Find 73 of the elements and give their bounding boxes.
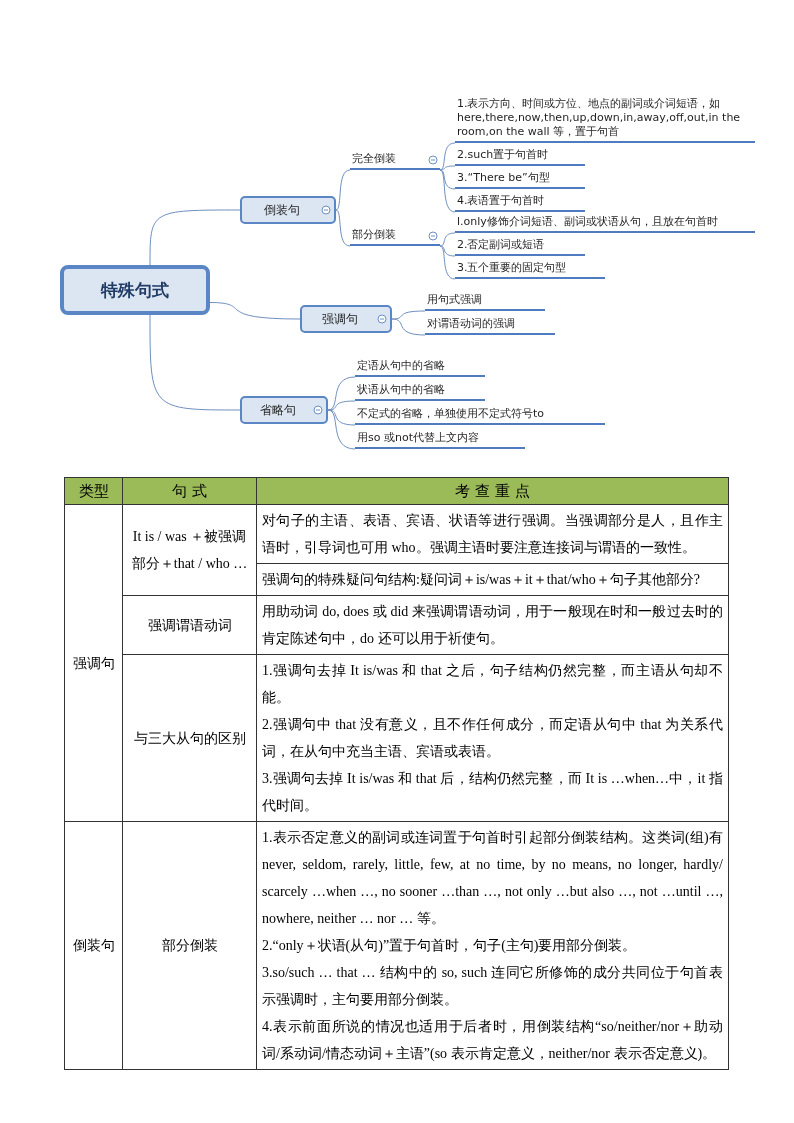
connector-line: [335, 169, 351, 211]
subtopic-text: l.only修饰介词短语、副词或状语从句，且放在句首时: [457, 215, 718, 229]
topic-label: 倒装句: [264, 201, 300, 219]
subtopic-text: 部分倒装: [352, 228, 396, 242]
connector-line: [439, 232, 456, 247]
subtopic-item: [355, 382, 485, 401]
subtopic-item: [455, 95, 755, 143]
subtopic-item: [455, 147, 585, 166]
connector-line: [439, 245, 456, 280]
table-header: 句 式: [122, 477, 257, 505]
connector-line: [439, 142, 456, 171]
subtopic-item: [355, 430, 525, 449]
subtopic-item: [350, 150, 440, 170]
connector-line: [327, 400, 356, 411]
subtopic-text: 3.五个重要的固定句型: [457, 261, 567, 275]
connector-line: [439, 169, 456, 213]
explanation-text: 1.强调句去掉 It is/was 和 that 之后，句子结构仍然完整，而主语从句却不能。: [262, 662, 723, 707]
topic-box: [300, 305, 392, 333]
table-header: 类型: [64, 477, 123, 505]
connector-line: [439, 245, 456, 257]
connector-line: [391, 318, 426, 336]
subtopic-text: 状语从句中的省略: [357, 383, 445, 397]
connector-line: [335, 209, 351, 247]
subtopic-item: [355, 406, 605, 425]
explanation-text: 1.表示否定意义的副词或连词置于句首时引起部分倒装结构。这类词(组)有 never, seldom, rarely, little, few, at no time, by no means, no longer, hardly/ scarcely …when …, no sooner …than …, not only …but also …, not …until …, nowhere, neither … nor … 等。: [262, 829, 723, 928]
subtopic-item: [425, 316, 555, 335]
connector-line: [149, 314, 241, 411]
pattern-label: It is / was ＋被强调部分＋that / who …: [130, 528, 249, 573]
subtopic-text: 1.表示方向、时间或方位、地点的副词或介词短语，如 here,there,now,then,up,down,in,away,off,out,in the room,on the wall 等，置于句首: [457, 97, 742, 139]
connector-line: [209, 302, 301, 320]
subtopic-item: [425, 292, 545, 311]
subtopic-item: [455, 237, 585, 256]
explanation-text: 2.强调句中 that 没有意义，且不作任何成分，而定语从句中 that 为关系代词，在从句中充当主语、宾语或表语。: [262, 716, 723, 761]
explanation-text: 4.表示前面所说的情况也适用于后者时，用倒装结构“so/neither/nor＋助动词/系动词/情态动词＋主语”(so 表示肯定意义，neither/nor 表示否定意义)。: [262, 1018, 723, 1063]
subtopic-text: 4.表语置于句首时: [457, 194, 545, 208]
pattern-label: 部分倒装: [160, 937, 219, 955]
subtopic-text: 定语从句中的省略: [357, 359, 445, 373]
category-label: 强调句: [71, 654, 116, 673]
subtopic-text: 对谓语动词的强调: [427, 317, 515, 331]
subtopic-text: 用句式强调: [427, 293, 482, 307]
topic-box: [240, 196, 336, 224]
subtopic-text: 3.“There be”句型: [457, 171, 550, 185]
topic-label: 强调句: [322, 310, 358, 328]
subtopic-text: 2.否定副词或短语: [457, 238, 545, 252]
explanation-text: 3.so/such … that … 结构中的 so, such 连同它所修饰的成分共同位于句首表示强调时，主句要用部分倒装。: [262, 964, 723, 1009]
explanation-text: 对句子的主语、表语、宾语、状语等进行强调。当强调部分是人，且作主语时，引导词也可用 who。强调主语时要注意连接词与谓语的一致性。: [262, 512, 723, 557]
subtopic-text: 完全倒装: [352, 152, 396, 166]
subtopic-text: 不定式的省略，单独使用不定式符号to: [357, 407, 545, 421]
connector-line: [439, 165, 456, 171]
explanation-text: 2.“only＋状语(从句)”置于句首时，句子(主句)要用部分倒装。: [262, 937, 638, 955]
subtopic-item: [455, 170, 585, 189]
topic-box: [240, 396, 328, 424]
subtopic-text: 2.such置于句首时: [457, 148, 549, 162]
central-topic-box: [60, 265, 210, 315]
explanation-text: 用助动词 do, does 或 did 来强调谓语动词，用于一般现在时和一般过去时的肯定陈述句中，do 还可以用于祈使句。: [262, 603, 723, 648]
pattern-label: 与三大从句的区别: [132, 729, 247, 748]
pattern-label: 强调谓语动词: [146, 616, 233, 635]
table-header: 考 查 重 点: [256, 477, 729, 505]
subtopic-item: [455, 260, 605, 279]
connector-line: [439, 169, 456, 190]
connector-line: [327, 409, 356, 450]
explanation-text: 3.强调句去掉 It is/was 和 that 后，结构仍然完整，而 It is …when…中，it 指代时间。: [262, 770, 723, 815]
topic-label: 省略句: [260, 401, 296, 419]
connector-line: [391, 310, 426, 320]
subtopic-item: [355, 358, 485, 377]
subtopic-item: [350, 226, 440, 246]
subtopic-item: [455, 193, 585, 212]
topic-label: 特殊句式: [101, 278, 169, 302]
subtopic-text: 用so 或not代替上文内容: [357, 431, 479, 445]
connector-line: [149, 209, 241, 266]
subtopic-item: [455, 214, 755, 233]
category-label: 倒装句: [71, 937, 116, 955]
explanation-text: 强调句的特殊疑问句结构:疑问词＋is/was＋it＋that/who＋句子其他部分?: [262, 571, 701, 589]
